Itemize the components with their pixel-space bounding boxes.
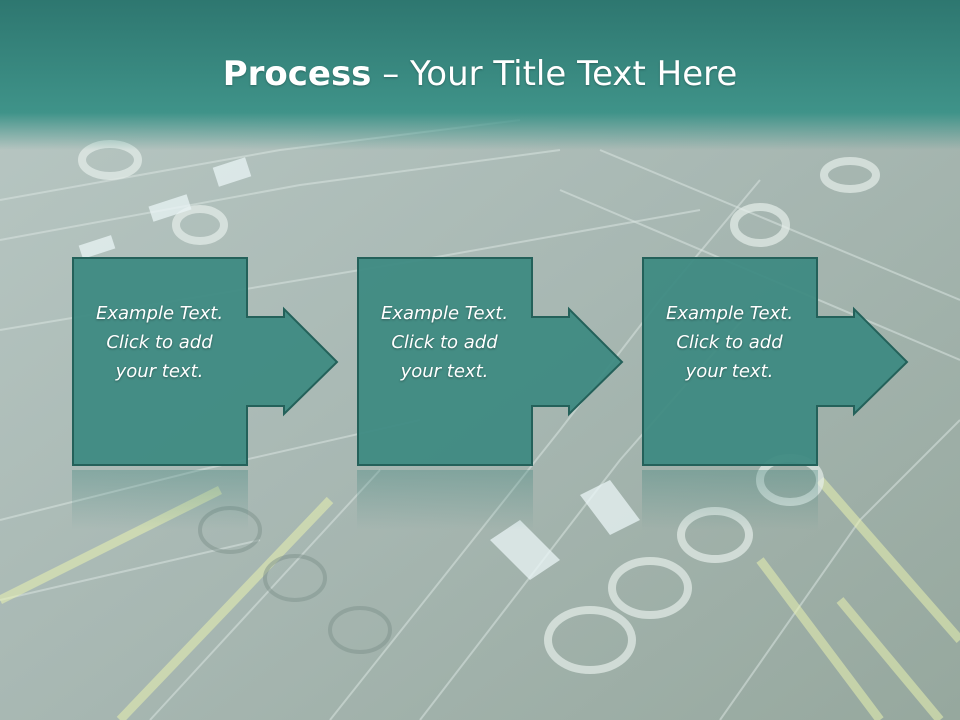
step-line: your text. [400, 360, 489, 382]
step-box-1[interactable]: Example Text. Click to add your text. [72, 257, 247, 465]
step-text-3[interactable]: Example Text. Click to add your text. [650, 299, 810, 386]
title-rest: – Your Title Text Here [371, 54, 738, 94]
step-line: Example Text. [95, 302, 224, 324]
step-line: your text. [115, 360, 204, 382]
process-arrow-3 [642, 257, 909, 466]
step-box-3[interactable]: Example Text. Click to add your text. [642, 257, 817, 465]
title-bold: Process [222, 54, 372, 94]
step-line: Example Text. [665, 302, 794, 324]
process-step-1[interactable]: Example Text. Click to add your text. [72, 257, 342, 467]
step-box-2[interactable]: Example Text. Click to add your text. [357, 257, 532, 465]
slide-title[interactable]: Process – Your Title Text Here [0, 52, 960, 96]
step-text-1[interactable]: Example Text. Click to add your text. [80, 299, 240, 386]
process-step-3[interactable]: Example Text. Click to add your text. [642, 257, 912, 467]
step-text-2[interactable]: Example Text. Click to add your text. [365, 299, 525, 386]
step-line: your text. [685, 360, 774, 382]
step-reflection-2 [357, 470, 533, 530]
step-line: Click to add [391, 331, 498, 353]
step-reflection-3 [642, 470, 818, 530]
process-arrow-2 [357, 257, 624, 466]
process-step-2[interactable]: Example Text. Click to add your text. [357, 257, 627, 467]
step-line: Click to add [676, 331, 783, 353]
step-line: Click to add [106, 331, 213, 353]
step-line: Example Text. [380, 302, 509, 324]
step-reflection-1 [72, 470, 248, 530]
process-arrow-1 [72, 257, 339, 466]
